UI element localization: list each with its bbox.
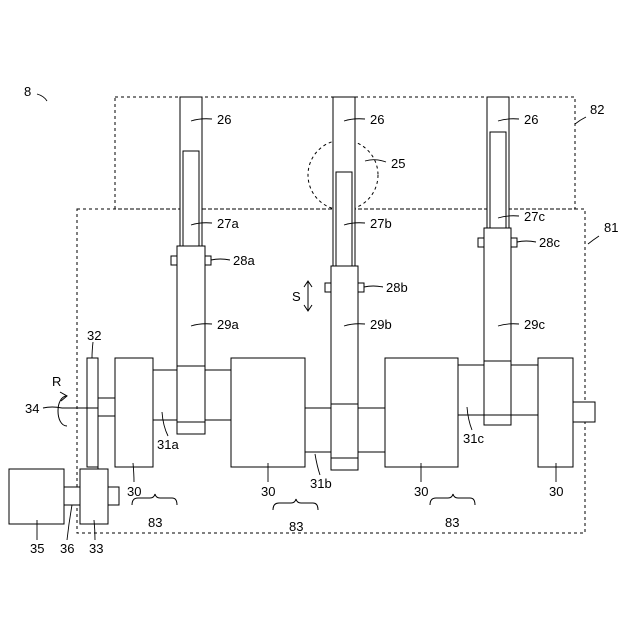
leader-32	[92, 342, 93, 358]
label-32: 32	[87, 328, 101, 343]
leader-82	[575, 117, 586, 124]
rod-29c	[484, 228, 511, 363]
motor-35	[9, 469, 64, 524]
label-33: 33	[89, 541, 103, 556]
label-82: 82	[590, 102, 604, 117]
label-36: 36	[60, 541, 74, 556]
leader-28a	[211, 259, 230, 260]
label-30-c: 30	[414, 484, 428, 499]
shaft-stub-right	[573, 402, 595, 422]
label-S: S	[292, 289, 301, 304]
leader-34	[43, 407, 62, 408]
pin-28a-left	[171, 256, 177, 265]
pin-28b-right	[358, 283, 364, 292]
rod-26-c-inner	[490, 132, 506, 230]
label-28c: 28c	[539, 235, 560, 250]
leader-81	[588, 236, 599, 244]
label-26-a: 26	[217, 112, 231, 127]
shaft-stub-left	[98, 398, 115, 416]
crank-block-4	[538, 358, 573, 467]
crank-block-1	[115, 358, 153, 467]
rod-29b	[331, 266, 358, 406]
brace-83-b	[273, 499, 318, 510]
label-29b: 29b	[370, 317, 392, 332]
label-29a: 29a	[217, 317, 239, 332]
label-34: 34	[25, 401, 39, 416]
leader-28c	[517, 241, 536, 242]
label-35: 35	[30, 541, 44, 556]
label-31b: 31b	[310, 476, 332, 491]
pin-28b-left	[325, 283, 331, 292]
label-83-a: 83	[148, 515, 162, 530]
label-31c: 31c	[463, 431, 484, 446]
brace-83-c	[430, 494, 475, 505]
label-29c: 29c	[524, 317, 545, 332]
gearbox-output	[108, 487, 119, 505]
label-28b: 28b	[386, 280, 408, 295]
crank-block-3	[385, 358, 458, 467]
rod-29a	[177, 246, 205, 370]
big-end-a	[177, 366, 205, 434]
pin-28c-right	[511, 238, 517, 247]
rod-26-a-inner	[183, 151, 199, 249]
crank-block-2	[231, 358, 305, 467]
label-25: 25	[391, 156, 405, 171]
plate-32	[87, 358, 98, 467]
label-R: R	[52, 374, 61, 389]
pin-28c-left	[478, 238, 484, 247]
gearbox-33	[80, 469, 108, 524]
label-27b: 27b	[370, 216, 392, 231]
label-8: 8	[24, 84, 31, 99]
leader-31b	[315, 454, 320, 475]
label-31a: 31a	[157, 437, 179, 452]
label-28a: 28a	[233, 253, 255, 268]
pin-28a-right	[205, 256, 211, 265]
label-83-b: 83	[289, 519, 303, 534]
big-end-b	[331, 404, 358, 470]
rod-26-b-inner	[336, 172, 352, 269]
label-30-a: 30	[127, 484, 141, 499]
leader-36	[67, 505, 72, 540]
label-26-b: 26	[370, 112, 384, 127]
coupling-36	[64, 487, 80, 505]
label-26-c: 26	[524, 112, 538, 127]
label-83-c: 83	[445, 515, 459, 530]
label-30-b: 30	[261, 484, 275, 499]
label-30-d: 30	[549, 484, 563, 499]
leader-28b	[364, 286, 383, 287]
label-27c: 27c	[524, 209, 545, 224]
rotation-arrow	[58, 396, 67, 426]
leader-8	[37, 94, 47, 101]
label-81: 81	[604, 220, 618, 235]
label-27a: 27a	[217, 216, 239, 231]
